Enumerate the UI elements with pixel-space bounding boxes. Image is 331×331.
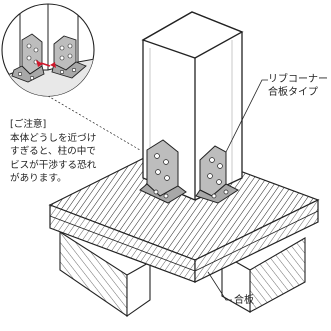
plywood-label: 合板: [234, 295, 254, 306]
caution-heading: [ご注意]: [10, 119, 47, 130]
bracket-left: [139, 139, 187, 204]
rib-corner-label-line2: 合板タイプ: [268, 87, 318, 98]
caution-note: [ご注意] 本体どうしを近づけ すぎると、柱の中で ビスが干渉する恐れ がありま…: [10, 118, 128, 186]
rib-corner-label-line1: リブコーナー: [268, 74, 328, 85]
caution-line-1: 本体どうしを近づけ: [10, 132, 97, 144]
bracket-right: [195, 145, 240, 204]
caution-line-2: すぎると、柱の中で: [10, 146, 96, 158]
caution-line-3: ビスが干渉する恐れ: [10, 159, 97, 171]
warning-arrow-right-icon: [50, 62, 56, 68]
warning-arrow-left-icon: [36, 60, 43, 67]
caution-line-4: があります。: [10, 173, 67, 185]
leader-lines: [207, 79, 268, 301]
plywood-base: [48, 144, 320, 318]
